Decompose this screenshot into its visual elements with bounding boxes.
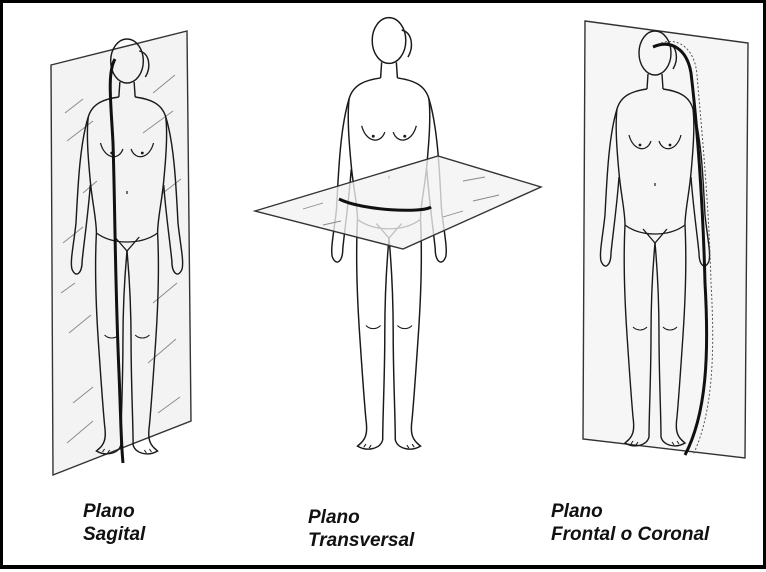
- transverse-plane: [255, 156, 541, 249]
- caption-sagital-line1: Plano: [83, 500, 145, 523]
- caption-sagital: Plano Sagital: [83, 500, 145, 546]
- anatomy-planes-illustration: [3, 3, 766, 572]
- caption-transversal: Plano Transversal: [308, 506, 414, 552]
- caption-frontal-line1: Plano: [551, 500, 709, 523]
- caption-frontal: Plano Frontal o Coronal: [551, 500, 709, 546]
- caption-sagital-line2: Sagital: [83, 523, 145, 546]
- caption-transversal-line2: Transversal: [308, 529, 414, 552]
- caption-frontal-line2: Frontal o Coronal: [551, 523, 709, 546]
- caption-transversal-line1: Plano: [308, 506, 414, 529]
- sagittal-plane-figure: [51, 31, 191, 475]
- transverse-plane-figure: [255, 18, 541, 449]
- frontal-plane-figure: [583, 21, 748, 458]
- frontal-plane: [583, 21, 748, 458]
